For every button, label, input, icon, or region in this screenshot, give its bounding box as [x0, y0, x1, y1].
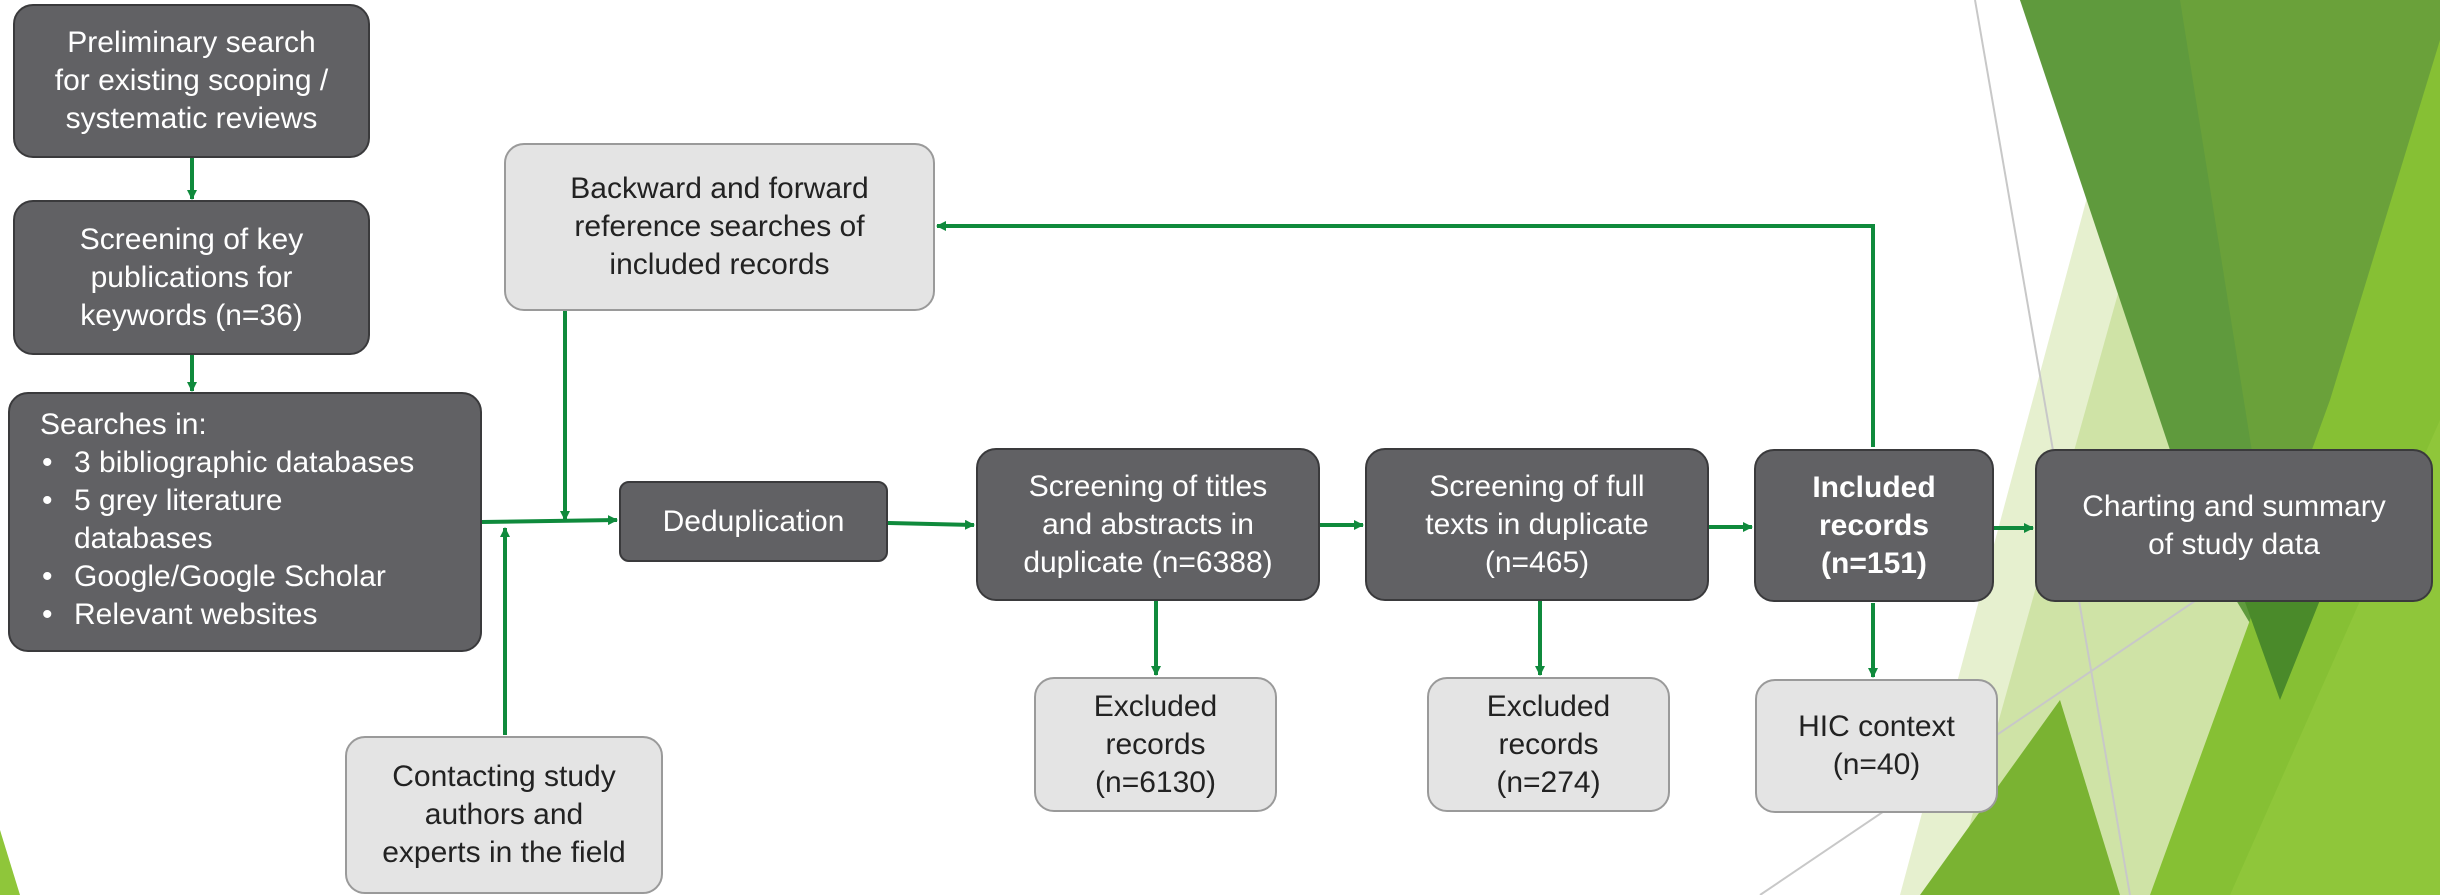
included-records-box: Included records (n=151) [1754, 449, 1994, 602]
contacting-box: Contacting study authors and experts in … [345, 736, 663, 894]
deco-shape-corner [0, 830, 20, 895]
backward-forward-box: Backward and forward reference searches … [504, 143, 935, 311]
contacting-label: Contacting study authors and experts in … [382, 760, 626, 869]
preliminary-search-box: Preliminary search for existing scoping … [13, 4, 370, 158]
searches-item-websites: Relevant websites [40, 596, 414, 634]
searches-list: 3 bibliographic databases 5 grey literat… [40, 444, 414, 634]
screening-key-publications-label: Screening of key publications for keywor… [79, 222, 304, 332]
backward-forward-label: Backward and forward reference searches … [570, 172, 869, 281]
searches-item-grey-literature: 5 grey literature databases [40, 482, 414, 558]
screening-key-publications-box: Screening of key publications for keywor… [13, 200, 370, 355]
hic-context-label: HIC context (n=40) [1798, 710, 1955, 781]
screening-titles-box: Screening of titles and abstracts in dup… [976, 448, 1320, 601]
searches-item-google: Google/Google Scholar [40, 558, 414, 596]
hic-context-box: HIC context (n=40) [1755, 679, 1998, 813]
charting-box: Charting and summary of study data [2035, 449, 2433, 602]
deduplication-box: Deduplication [619, 481, 888, 562]
searches-heading: Searches in: [40, 408, 207, 441]
excluded-records-box-2: Excluded records (n=274) [1427, 677, 1670, 812]
deduplication-label: Deduplication [662, 504, 845, 538]
searches-box: Searches in: 3 bibliographic databases 5… [8, 392, 482, 652]
preliminary-search-label: Preliminary search for existing scoping … [54, 26, 329, 135]
deco-line-1 [1974, 0, 2131, 895]
arrow-searches-to-dedup [481, 515, 618, 526]
excluded-records-label-2: Excluded records (n=274) [1486, 689, 1611, 799]
deco-shape-bottom-left [1920, 700, 2120, 895]
charting-label: Charting and summary of study data [2082, 489, 2386, 561]
screening-titles-label: Screening of titles and abstracts in dup… [1023, 469, 1273, 579]
screening-full-texts-label: Screening of full texts in duplicate (n=… [1425, 469, 1649, 579]
arrow-included-to-backward [936, 221, 1875, 447]
excluded-records-label-1: Excluded records (n=6130) [1093, 689, 1218, 799]
included-records-label: Included records (n=151) [1812, 470, 1936, 580]
arrow-dedup-to-titles [887, 519, 975, 530]
searches-item-bibliographic: 3 bibliographic databases [40, 444, 414, 482]
screening-full-texts-box: Screening of full texts in duplicate (n=… [1365, 448, 1709, 601]
excluded-records-box-1: Excluded records (n=6130) [1034, 677, 1277, 812]
